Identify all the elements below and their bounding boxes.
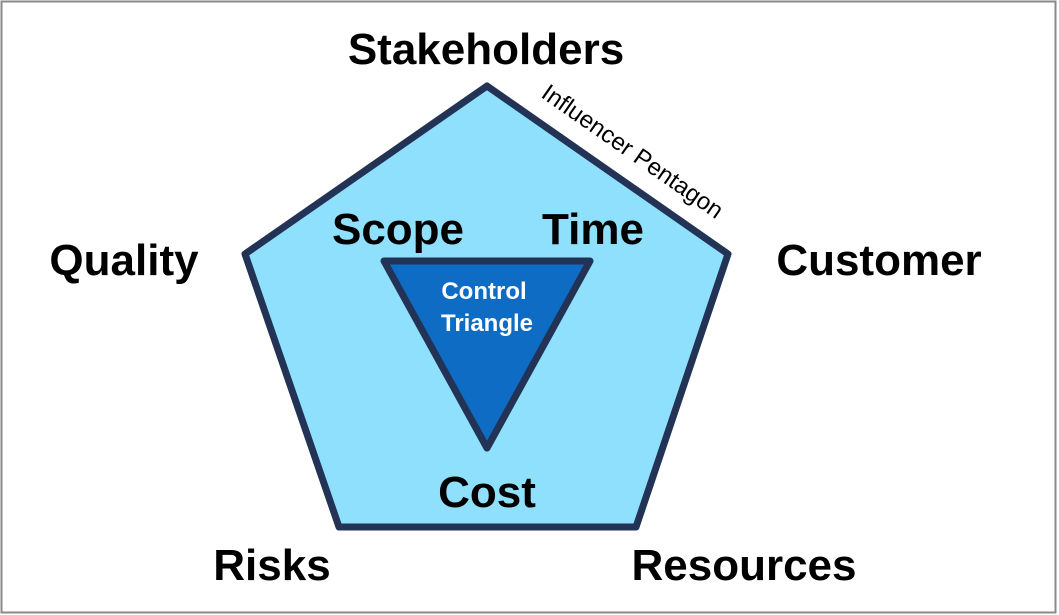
label-cost: Cost <box>438 468 536 517</box>
triangle-title-line1: Control <box>441 278 526 305</box>
label-customer: Customer <box>776 236 981 285</box>
label-time: Time <box>542 205 644 254</box>
label-quality: Quality <box>49 236 199 285</box>
label-risks: Risks <box>213 541 330 590</box>
control-triangle <box>380 257 594 452</box>
triangle-title-line2: Triangle <box>441 310 533 337</box>
label-resources: Resources <box>631 541 856 590</box>
label-scope: Scope <box>332 205 464 254</box>
label-stakeholders: Stakeholders <box>348 25 624 74</box>
